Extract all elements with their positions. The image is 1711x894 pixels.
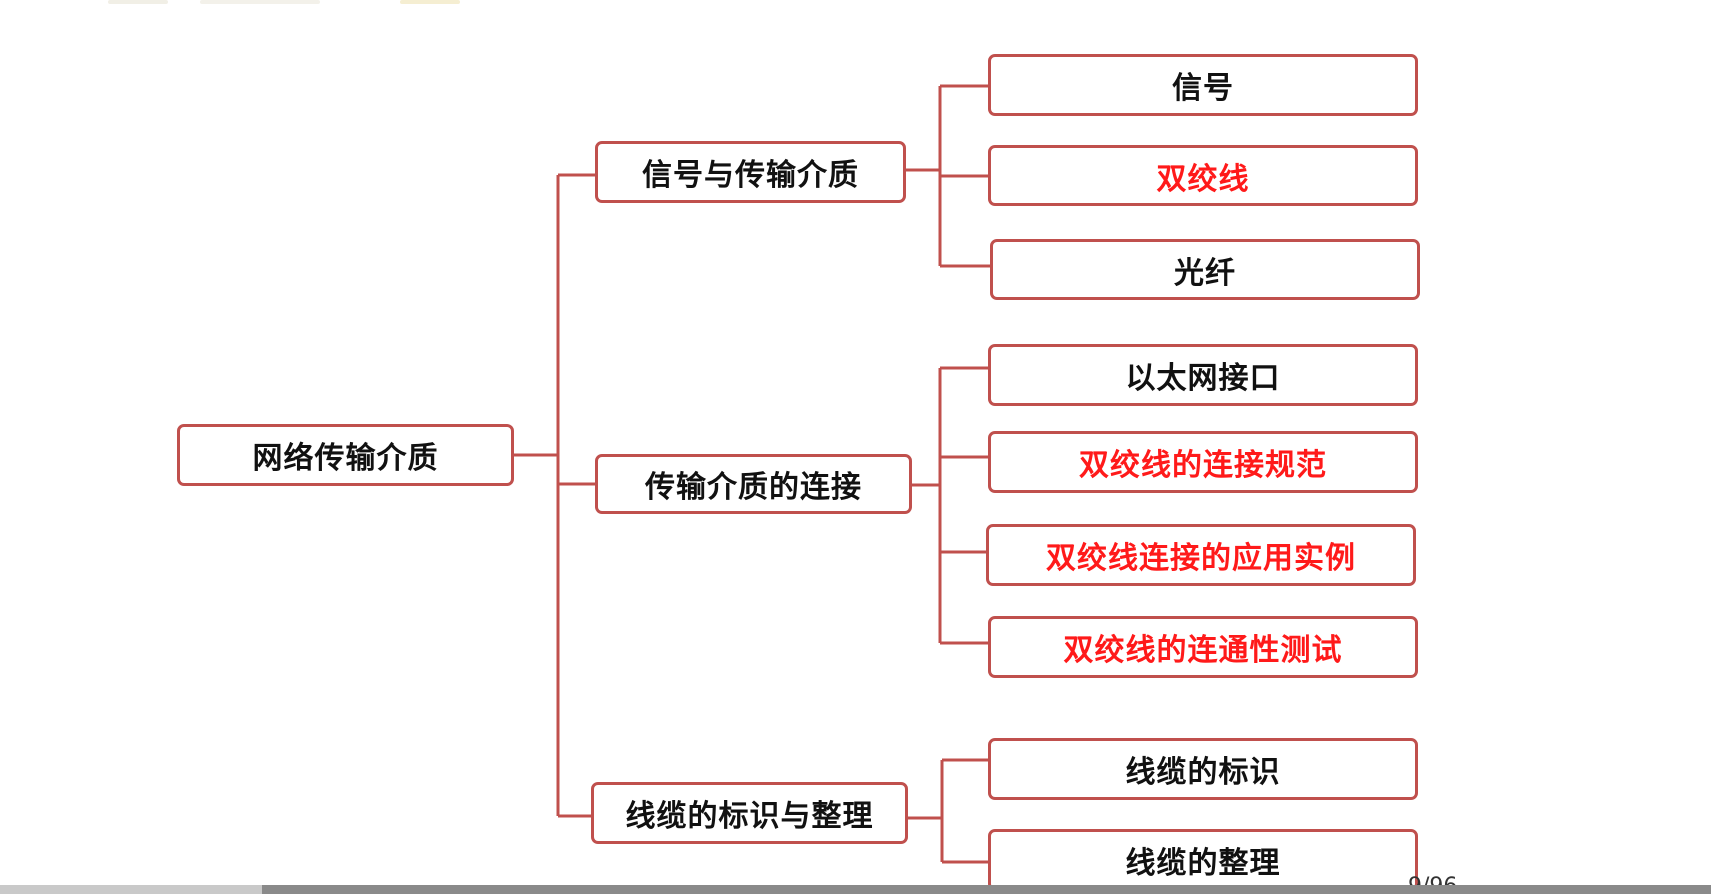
leaf-node-label: 信号 <box>1172 71 1234 106</box>
leaf-node-twisted-pair: 双绞线 <box>988 145 1418 206</box>
leaf-node-label: 双绞线的连接规范 <box>1079 448 1327 483</box>
branch-node-signal-media: 信号与传输介质 <box>595 141 906 203</box>
top-artifact <box>400 0 460 4</box>
branch-node-label: 信号与传输介质 <box>642 158 859 193</box>
leaf-node-fiber: 光纤 <box>990 239 1420 300</box>
leaf-node-twisted-pair-example: 双绞线连接的应用实例 <box>986 524 1416 586</box>
root-node: 网络传输介质 <box>177 424 514 486</box>
leaf-node-label: 线缆的整理 <box>1125 846 1281 881</box>
root-node-label: 网络传输介质 <box>252 441 439 476</box>
leaf-node-label: 双绞线连接的应用实例 <box>1046 541 1356 576</box>
bottom-bar <box>0 885 1711 894</box>
top-artifact <box>200 0 320 4</box>
leaf-node-label: 光纤 <box>1174 255 1236 291</box>
leaf-node-twisted-pair-spec: 双绞线的连接规范 <box>988 431 1418 493</box>
leaf-node-twisted-pair-test: 双绞线的连通性测试 <box>988 616 1418 678</box>
progress-segment <box>0 885 262 894</box>
page-counter: 9/96 <box>1408 876 1457 886</box>
branch-node-media-connection: 传输介质的连接 <box>595 454 912 514</box>
leaf-node-cable-labels: 线缆的标识 <box>988 738 1418 800</box>
branch-node-cable-labeling: 线缆的标识与整理 <box>591 782 908 844</box>
top-artifact <box>108 0 168 4</box>
leaf-node-label: 双绞线的连通性测试 <box>1063 633 1343 668</box>
leaf-node-label: 以太网接口 <box>1125 361 1281 396</box>
leaf-node-cable-organizing: 线缆的整理 <box>988 829 1418 891</box>
leaf-node-signal: 信号 <box>988 54 1418 116</box>
leaf-node-label: 线缆的标识 <box>1125 755 1281 790</box>
leaf-node-ethernet-interface: 以太网接口 <box>988 344 1418 406</box>
branch-node-label: 传输介质的连接 <box>645 470 862 505</box>
branch-node-label: 线缆的标识与整理 <box>625 799 874 834</box>
leaf-node-label: 双绞线 <box>1156 161 1250 197</box>
